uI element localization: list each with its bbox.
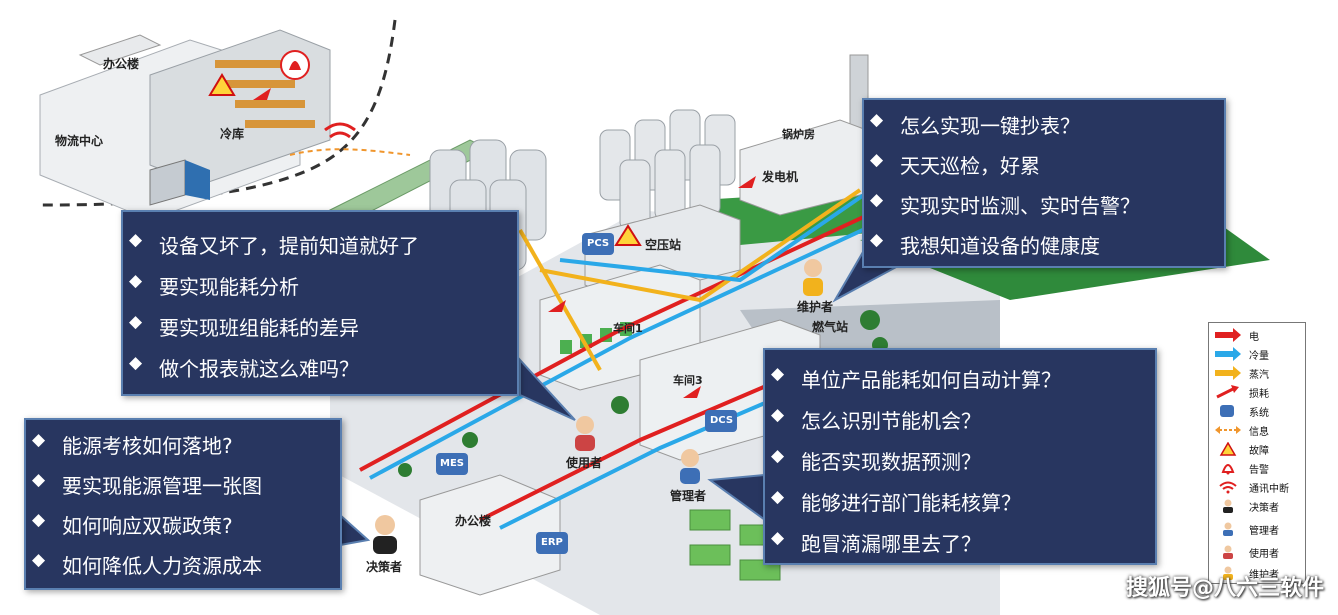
manager-questions-bubble: 单位产品能耗如何自动计算？ 怎么识别节能机会？ 能否实现数据预测？ 能够进行部门… [763,348,1157,565]
user-label: 使用者 [566,456,603,470]
decision-question: 能源考核如何落地? [26,430,340,470]
decision-maker-icon [1223,499,1233,513]
silo-group-upper [599,109,736,231]
loss-arrows [253,88,756,398]
maintainer-question: 怎么实现一键抄表？ [864,110,1224,150]
mes-badge [436,453,468,475]
watermark: 搜狐号@八六三软件 [1125,576,1324,601]
legend-item-manager: 管理者 [1209,519,1305,539]
decision-question: 如何降低人力资源成本 [26,550,340,590]
office-building-2-label: 办公楼 [455,514,492,528]
user-question: 要实现能耗分析 [123,271,517,312]
workshop3-label: 车间3 [673,374,703,387]
manager-question: 能否实现数据预测？ [765,446,1155,487]
legend-item-steam: 蒸汽 [1209,363,1305,383]
manager-icon [1223,522,1233,536]
manager-question: 跑冒滴漏哪里去了？ [765,528,1155,569]
legend-item-decision-maker: 决策者 [1209,496,1305,516]
delivery-truck [149,159,210,206]
office-building-lower [419,474,561,596]
alarm-icon [1221,464,1235,475]
legend-panel: 电 冷量 蒸汽 损耗 系统 信息 故障 告警 通讯中断 决策者 管理者 [1208,322,1306,584]
logistics-center-label: 物流中心 [55,134,104,148]
dcs-label: DCS [710,415,734,426]
legend-item-loss: 损耗 [1209,382,1305,402]
manager-question: 能够进行部门能耗核算？ [765,487,1155,528]
user-question: 要实现班组能耗的差异 [123,312,517,353]
trees [398,310,888,477]
maintainer-question: 实现实时监测、实时告警？ [864,190,1224,230]
blue-arrow-icon [1215,347,1241,361]
legend-item-user: 使用者 [1209,542,1305,562]
gas-station-label: 燃气站 [812,320,849,334]
boiler-room-label: 锅炉房 [782,128,815,141]
pcs-badge [582,233,614,255]
workshop1-label: 车间1 [613,322,643,335]
maintainer-figure [803,259,823,296]
erp-label: ERP [541,537,563,548]
decision-question: 如何响应双碳政策? [26,510,340,550]
decision-maker-figure [373,515,397,554]
decision-maker-questions-bubble: 能源考核如何落地? 要实现能源管理一张图 如何响应双碳政策? 如何降低人力资源成… [24,418,342,590]
decision-question: 要实现能源管理一张图 [26,470,340,510]
steam-flow [539,188,862,303]
red-arrow-icon [1215,328,1241,342]
mes-label: MES [440,458,464,469]
loss-arrow-icon [1216,385,1239,399]
legend-item-fault: 故障 [1209,439,1305,459]
user-question: 做个报表就这么难吗？ [123,353,517,394]
legend-item-maintainer: 维护者 [1209,563,1305,583]
office-building-label: 办公楼 [103,57,140,71]
system-icon [1220,405,1234,417]
generator-label: 发电机 [762,170,799,184]
pcs-label: PCS [587,238,610,249]
legend-item-system: 系统 [1209,401,1305,421]
electric-flow [359,198,901,472]
fault-warning-icon [208,73,236,96]
manager-label: 管理者 [670,489,707,503]
info-link [289,148,411,156]
office-roof [78,34,162,66]
legend-item-signal-off: 通讯中断 [1209,477,1305,497]
maintainer-question: 我想知道设备的健康度 [864,230,1224,270]
user-figure [575,416,595,451]
info-arrow-icon [1215,426,1241,434]
legend-item-cooling: 冷量 [1209,344,1305,364]
legend-item-alarm: 告警 [1209,458,1305,478]
user-icon [1223,545,1233,559]
decision-bubble-tail [339,512,371,547]
legend-item-electric: 电 [1209,325,1305,345]
signal-off-icon-scene [324,122,356,139]
maintainer-questions-bubble: 怎么实现一键抄表？ 天天巡检，好累 实现实时监测、实时告警？ 我想知道设备的健康… [862,98,1226,268]
energy-flows [359,168,911,530]
air-compressor-label: 空压站 [645,238,682,252]
cooling-flow [369,206,911,480]
decision-maker-label: 决策者 [366,560,403,574]
road-dashed [39,19,397,207]
user-question: 设备又坏了，提前知道就好了 [123,230,517,271]
manager-bubble-tail [707,473,766,522]
signal-off-icon [1219,481,1237,494]
yellow-arrow-icon [1215,366,1241,380]
cold-storage-label: 冷库 [220,127,245,141]
dcs-badge [705,410,737,432]
erp-badge [536,532,568,554]
manager-question: 怎么识别节能机会？ [765,405,1155,446]
maintainer-icon [1223,566,1233,580]
maintainer-label: 维护者 [797,300,834,314]
storage-racks [215,60,315,128]
user-questions-bubble: 设备又坏了，提前知道就好了 要实现能耗分析 要实现班组能耗的差异 做个报表就这么… [121,210,519,396]
user-bubble-tail [519,357,576,421]
manager-figure [680,449,700,484]
fault-icon [1219,442,1237,456]
legend-item-info: 信息 [1209,420,1305,440]
manager-question: 单位产品能耗如何自动计算？ [765,364,1155,405]
fault-warning-icon-2 [614,224,642,246]
maintainer-question: 天天巡检，好累 [864,150,1224,190]
